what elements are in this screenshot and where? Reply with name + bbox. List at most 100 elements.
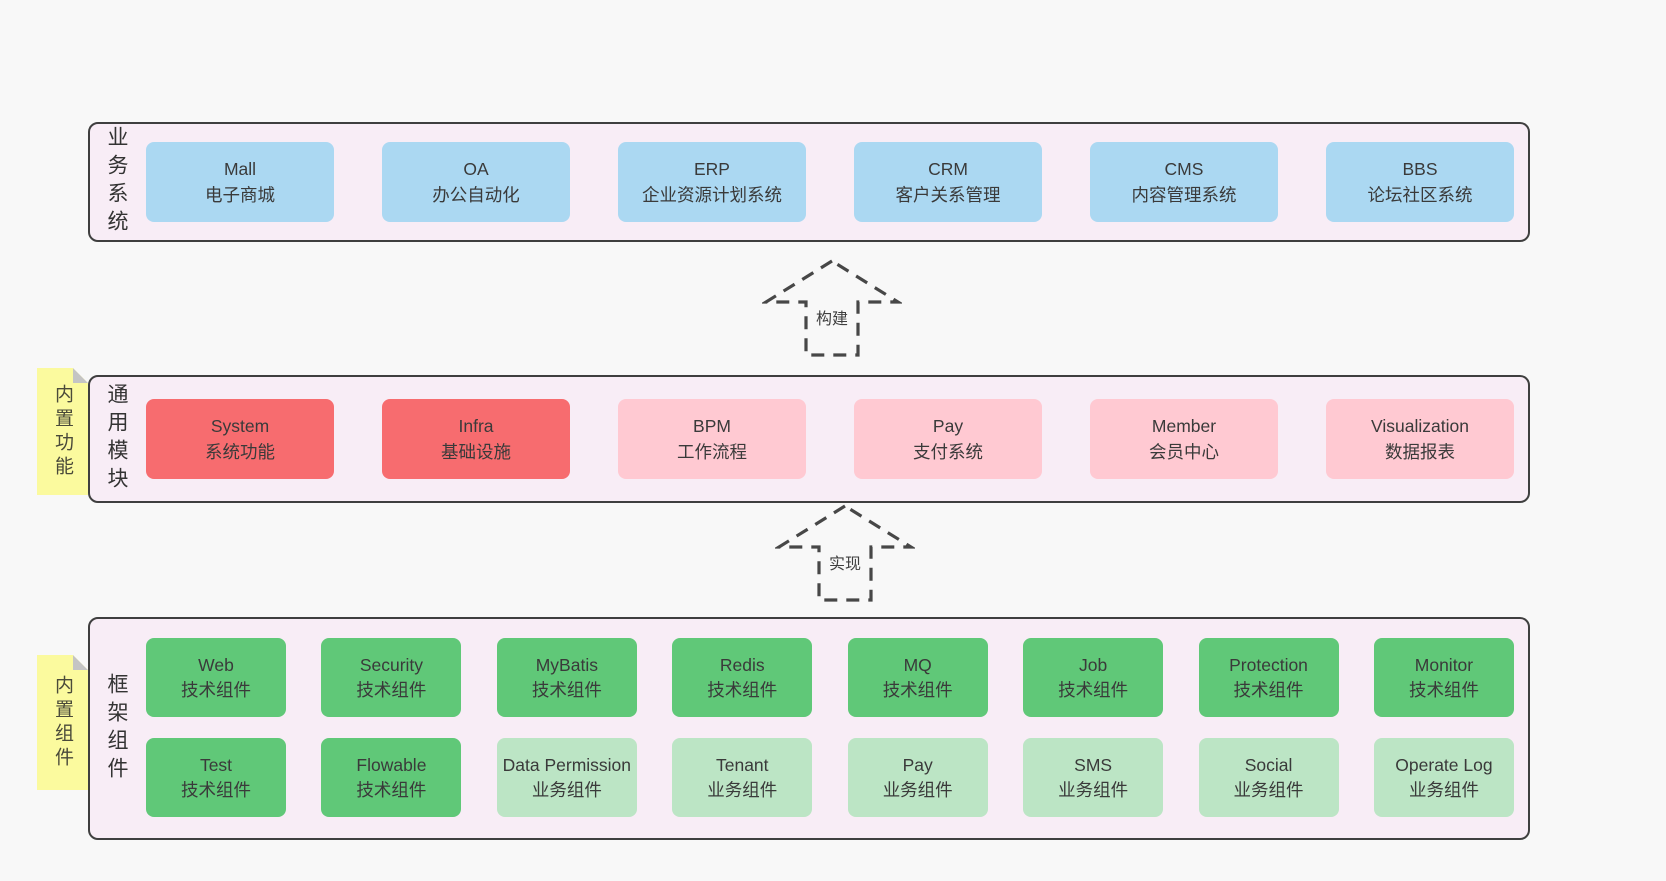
build-arrow-label: 构建 xyxy=(812,304,852,330)
box-title: Infra xyxy=(458,415,494,436)
diagram-box-social: Social 业务组件 xyxy=(1198,738,1339,817)
box-subtitle: 技术组件 xyxy=(882,679,953,700)
build-arrow: 构建 xyxy=(762,258,902,358)
box-subtitle: 办公自动化 xyxy=(432,185,520,205)
box-subtitle: 业务组件 xyxy=(1408,779,1479,800)
box-title: Data Permission xyxy=(502,754,632,775)
diagram-box-pay: Pay 支付系统 xyxy=(854,399,1042,479)
diagram-box-mq: MQ 技术组件 xyxy=(847,638,988,717)
box-title: Test xyxy=(199,754,233,775)
up-arrow-icon xyxy=(775,504,915,602)
box-title: BBS xyxy=(1402,158,1438,179)
box-title: Visualization xyxy=(1371,415,1469,436)
box-title: Flowable xyxy=(356,754,427,775)
box-subtitle: 基础设施 xyxy=(441,442,511,462)
box-subtitle: 技术组件 xyxy=(1408,679,1479,700)
box-subtitle: 技术组件 xyxy=(356,779,427,800)
box-title: Security xyxy=(359,654,424,675)
implement-arrow: 实现 xyxy=(775,503,915,603)
box-subtitle: 业务组件 xyxy=(1233,779,1304,800)
box-title: Protection xyxy=(1229,654,1308,675)
diagram-box-erp: ERP 企业资源计划系统 xyxy=(618,142,806,222)
box-title: CRM xyxy=(928,158,968,179)
business-systems-row: Mall 电子商城 OA 办公自动化 ERP 企业资源计划系统 CRM 客户关系管理 CMS 内容… xyxy=(146,124,1514,240)
box-subtitle: 技术组件 xyxy=(1233,679,1304,700)
business-systems-label: 业务系统 xyxy=(105,126,128,238)
box-title: MyBatis xyxy=(535,654,598,675)
box-title: OA xyxy=(463,158,489,179)
diagram-box-oa: OA 办公自动化 xyxy=(382,142,570,222)
business-systems-panel: 业务系统 Mall 电子商城 OA 办公自动化 ERP 企业资源计划系统 CRM 客户关系管理… xyxy=(88,122,1530,242)
folded-corner-icon xyxy=(73,655,88,670)
box-title: Pay xyxy=(932,415,964,436)
box-title: BPM xyxy=(693,415,731,436)
box-subtitle: 业务组件 xyxy=(531,779,602,800)
diagram-box-security: Security 技术组件 xyxy=(321,638,462,717)
diagram-box-protection: Protection 技术组件 xyxy=(1198,638,1339,717)
diagram-box-infra: Infra 基础设施 xyxy=(382,399,570,479)
box-title: Social xyxy=(1244,754,1293,775)
box-subtitle: 工作流程 xyxy=(677,442,747,462)
box-title: SMS xyxy=(1074,754,1113,775)
built-in-features-sticky: 内置功能 xyxy=(37,368,88,495)
common-modules-label: 通用模块 xyxy=(105,383,128,495)
box-title: ERP xyxy=(694,158,730,179)
framework-components-panel: 框架组件 Web 技术组件 Security 技术组件 MyBatis 技术组件 Redis… xyxy=(88,617,1530,840)
diagram-box-web: Web 技术组件 xyxy=(146,638,286,717)
box-title: Operate Log xyxy=(1395,754,1493,775)
diagram-box-sms: SMS 业务组件 xyxy=(1023,738,1164,817)
box-subtitle: 支付系统 xyxy=(913,442,983,462)
diagram-box-crm: CRM 客户关系管理 xyxy=(854,142,1042,222)
box-subtitle: 电子商城 xyxy=(205,185,275,205)
box-subtitle: 内容管理系统 xyxy=(1131,185,1237,205)
box-subtitle: 技术组件 xyxy=(181,679,251,700)
up-arrow-icon xyxy=(762,259,902,357)
box-subtitle: 数据报表 xyxy=(1385,442,1455,462)
diagram-box-tenant: Tenant 业务组件 xyxy=(672,738,813,817)
diagram-box-cms: CMS 内容管理系统 xyxy=(1090,142,1278,222)
box-title: Mall xyxy=(223,158,257,179)
implement-arrow-label: 实现 xyxy=(825,549,865,575)
box-subtitle: 业务组件 xyxy=(1058,779,1129,800)
built-in-components-label: 内置组件 xyxy=(52,674,73,771)
diagram-box-member: Member 会员中心 xyxy=(1090,399,1278,479)
box-title: MQ xyxy=(903,654,932,675)
diagram-box-data-permission: Data Permission 业务组件 xyxy=(496,738,637,817)
diagram-box-mybatis: MyBatis 技术组件 xyxy=(496,638,637,717)
diagram-box-job: Job 技术组件 xyxy=(1023,638,1164,717)
box-subtitle: 技术组件 xyxy=(531,679,602,700)
box-subtitle: 企业资源计划系统 xyxy=(642,185,782,205)
box-title: Redis xyxy=(719,654,765,675)
box-subtitle: 客户关系管理 xyxy=(895,185,1001,205)
box-title: Pay xyxy=(902,754,933,775)
box-subtitle: 技术组件 xyxy=(1058,679,1129,700)
built-in-features-label: 内置功能 xyxy=(52,383,73,480)
diagram-box-visualization: Visualization 数据报表 xyxy=(1326,399,1514,479)
box-subtitle: 会员中心 xyxy=(1149,442,1219,462)
framework-components-label: 框架组件 xyxy=(105,672,128,785)
box-title: Web xyxy=(198,654,234,675)
box-title: Tenant xyxy=(715,754,769,775)
diagram-box-monitor: Monitor 技术组件 xyxy=(1373,638,1514,717)
diagram-box-operate-log: Operate Log 业务组件 xyxy=(1373,738,1514,817)
box-title: CMS xyxy=(1164,158,1204,179)
diagram-box-flowable: Flowable 技术组件 xyxy=(321,738,462,817)
box-subtitle: 业务组件 xyxy=(707,779,778,800)
box-subtitle: 系统功能 xyxy=(205,442,275,462)
box-subtitle: 技术组件 xyxy=(356,679,427,700)
box-subtitle: 业务组件 xyxy=(882,779,953,800)
box-title: Member xyxy=(1151,415,1217,436)
built-in-components-sticky: 内置组件 xyxy=(37,655,88,790)
box-title: Monitor xyxy=(1414,654,1474,675)
diagram-box-pay: Pay 业务组件 xyxy=(847,738,988,817)
box-title: Job xyxy=(1079,654,1108,675)
